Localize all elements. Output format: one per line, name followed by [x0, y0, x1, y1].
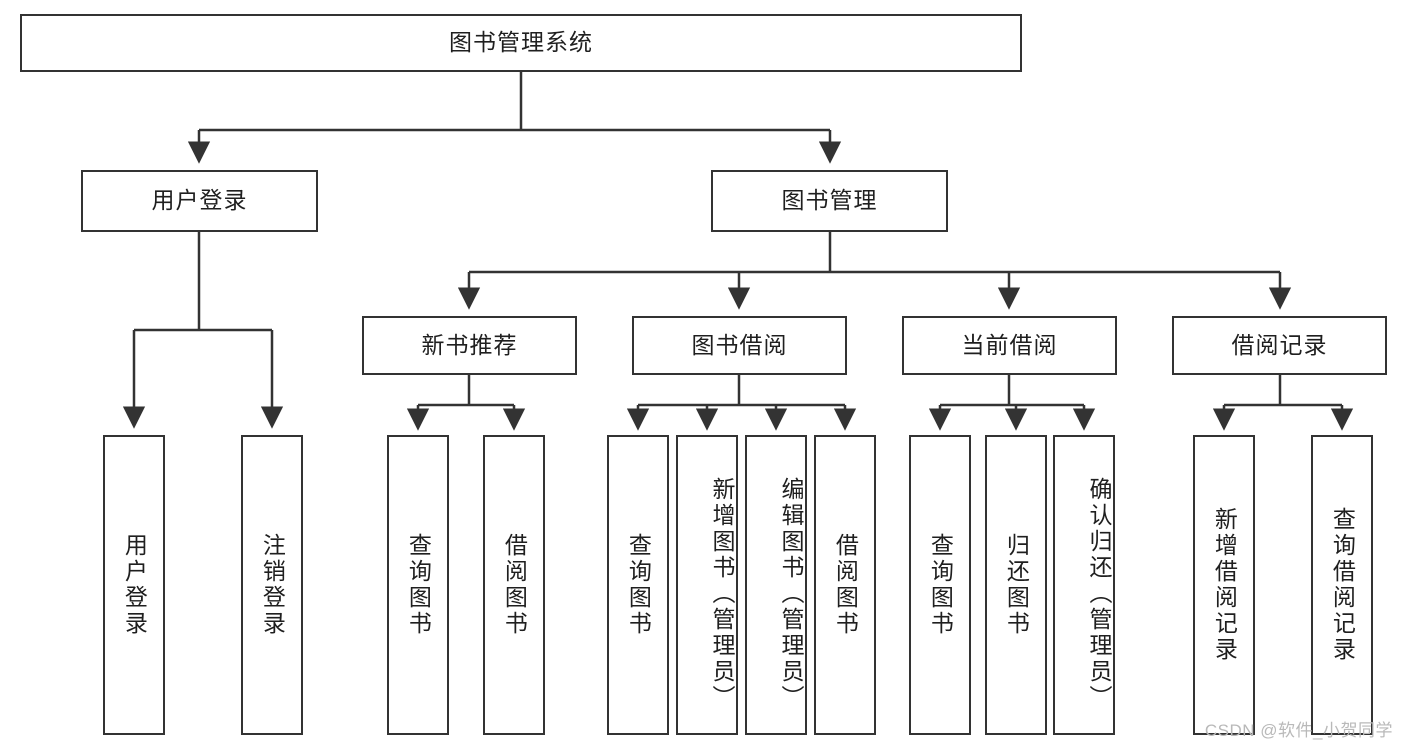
leaf-query-book-borrow[interactable]: 查询图书 [607, 435, 669, 735]
leaf-query-book-current[interactable]: 查询图书 [909, 435, 971, 735]
leaf-borrow-book-recommend[interactable]: 借阅图书 [483, 435, 545, 735]
node-user-login[interactable]: 用户登录 [81, 170, 318, 232]
leaf-confirm-return-admin[interactable]: 确认归还（管理员） [1053, 435, 1115, 735]
leaf-return-book[interactable]: 归还图书 [985, 435, 1047, 735]
node-new-book-recommend[interactable]: 新书推荐 [362, 316, 577, 375]
leaf-add-borrow-record[interactable]: 新增借阅记录 [1193, 435, 1255, 735]
leaf-add-book-admin[interactable]: 新增图书（管理员） [676, 435, 738, 735]
leaf-query-book-recommend[interactable]: 查询图书 [387, 435, 449, 735]
node-root[interactable]: 图书管理系统 [20, 14, 1022, 72]
leaf-edit-book-admin[interactable]: 编辑图书（管理员） [745, 435, 807, 735]
leaf-user-login[interactable]: 用户登录 [103, 435, 165, 735]
node-borrow-record[interactable]: 借阅记录 [1172, 316, 1387, 375]
watermark-text: CSDN @软件_小贺同学 [1204, 721, 1393, 740]
node-book-management[interactable]: 图书管理 [711, 170, 948, 232]
leaf-query-borrow-record[interactable]: 查询借阅记录 [1311, 435, 1373, 735]
node-book-borrow[interactable]: 图书借阅 [632, 316, 847, 375]
node-current-borrow[interactable]: 当前借阅 [902, 316, 1117, 375]
leaf-logout[interactable]: 注销登录 [241, 435, 303, 735]
leaf-borrow-book[interactable]: 借阅图书 [814, 435, 876, 735]
